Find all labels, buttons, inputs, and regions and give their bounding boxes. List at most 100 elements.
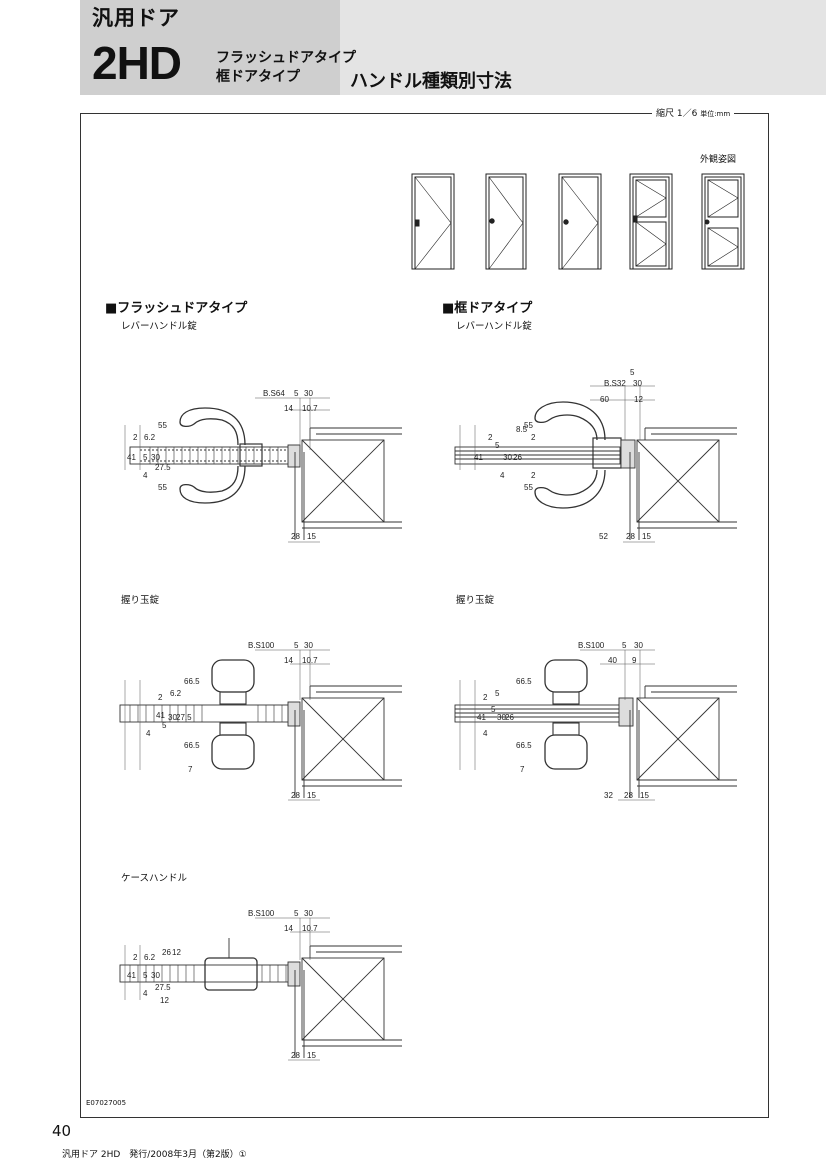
dim-text: 30 [168, 713, 177, 722]
dim-text: 55 [524, 421, 533, 430]
dim-text: 66.5 [184, 677, 200, 686]
dim-text: 40 [608, 656, 617, 665]
label-case-handle: ケースハンドル [121, 873, 188, 884]
page-number: 40 [52, 1122, 72, 1140]
dim-text: 30 [503, 453, 512, 462]
label-lever-flush: レバーハンドル錠 [121, 321, 197, 332]
dim-text: 52 [599, 532, 608, 541]
page-title: ハンドル種類別寸法 [350, 71, 512, 92]
unit-value: 単位:mm [700, 110, 731, 118]
dim-text: 2 [133, 953, 138, 962]
dim-text: 2 [488, 433, 493, 442]
dim-text: 5 [294, 909, 299, 918]
dim-text: B.S100 [578, 641, 605, 650]
drawing-frame-lever [454, 401, 738, 541]
dim-text: 2 [531, 433, 536, 442]
door-elevation-flush-knob [485, 173, 527, 270]
door-elevation-flush-lever [411, 173, 455, 270]
dim-text: 5 [162, 721, 167, 730]
model-code: 2HD [92, 37, 182, 89]
door-elevation-flush-case [558, 173, 602, 270]
dim-text: 15 [307, 532, 316, 541]
dim-text: 5 [491, 705, 496, 714]
dim-text: 32 [604, 791, 613, 800]
dim-text: 9 [632, 656, 637, 665]
dim-text: 30 [304, 389, 313, 398]
dim-text: 66.5 [516, 741, 532, 750]
subtype-frame: 框ドアタイプ [216, 69, 300, 85]
dim-text: 4 [146, 729, 151, 738]
dim-text: 26 [505, 713, 514, 722]
dim-text: 28 [624, 791, 633, 800]
dim-text: 7 [188, 765, 193, 774]
dim-text: 10.7 [302, 404, 318, 413]
scale-value: 縮尺 1／6 [656, 109, 698, 119]
dim-text: B.S100 [248, 909, 275, 918]
dim-text: 8.5 [516, 425, 528, 434]
dim-text: 28 [291, 1051, 300, 1060]
dim-text: 30 [304, 641, 313, 650]
dim-text: 5 [143, 971, 148, 980]
dim-text: 10.7 [302, 924, 318, 933]
dim-text: 4 [483, 729, 488, 738]
dim-text: 28 [291, 791, 300, 800]
dim-text: 66.5 [184, 741, 200, 750]
dim-text: 6.2 [170, 689, 182, 698]
dim-text: 5 [294, 389, 299, 398]
dim-text: 5 [622, 641, 627, 650]
exterior-label: 外観姿図 [700, 155, 737, 165]
dim-text: 66.5 [516, 677, 532, 686]
label-knob-flush: 握り玉錠 [121, 595, 160, 606]
dim-text: B.S64 [263, 389, 285, 398]
dim-text: 55 [524, 483, 533, 492]
dim-text: B.S32 [604, 379, 626, 388]
header-model-panel [80, 0, 340, 95]
label-knob-frame: 握り玉錠 [456, 595, 495, 606]
header-title-panel [340, 0, 826, 95]
dim-text: 2 [133, 433, 138, 442]
dim-text: 2 [483, 693, 488, 702]
dim-text: 2 [531, 471, 536, 480]
dim-text: 26 [513, 453, 522, 462]
dimension-labels: B.S64 5 30 14 10.7 2 41 4 6.2 5 30 27.5 … [127, 368, 651, 1060]
dim-text: 12 [160, 996, 169, 1005]
dim-text: 28 [291, 532, 300, 541]
dim-text: 5 [495, 441, 500, 450]
dim-text: 30 [151, 453, 160, 462]
dim-text: 10.7 [302, 656, 318, 665]
dim-text: 5 [294, 641, 299, 650]
dim-text: 30 [634, 641, 643, 650]
dim-text: 5 [630, 368, 635, 377]
door-elevation-frame-lever [629, 173, 673, 270]
dim-text: 5 [143, 453, 148, 462]
dim-text: 30 [497, 713, 506, 722]
dim-text: 14 [284, 924, 293, 933]
document-id: E07027005 [86, 1099, 127, 1107]
dim-text: 15 [307, 791, 316, 800]
scale-note: 縮尺 1／6 単位:mm [652, 106, 735, 119]
dim-text: 27.5 [176, 713, 192, 722]
dim-text: 30 [633, 379, 642, 388]
dim-text: 12 [172, 948, 181, 957]
dim-text: 30 [304, 909, 313, 918]
footer-text: 汎用ドア 2HD 発行/2008年3月（第2版）① [62, 1150, 247, 1160]
dim-text: 55 [158, 483, 167, 492]
dim-text: 14 [284, 404, 293, 413]
dim-text: 55 [158, 421, 167, 430]
drawing-frame [80, 113, 769, 1118]
dim-text: 4 [143, 471, 148, 480]
dim-text: 12 [634, 395, 643, 404]
dim-text: 4 [500, 471, 505, 480]
dim-text: 27.5 [155, 463, 171, 472]
subtype-flush: フラッシュドアタイプ [216, 50, 356, 66]
dim-text: 41 [127, 971, 136, 980]
section-frame-title: ■框ドアタイプ [442, 301, 533, 316]
dim-text: 41 [156, 711, 165, 720]
dim-text: 27.5 [155, 983, 171, 992]
dim-text: 30 [151, 971, 160, 980]
dim-text: 28 [626, 532, 635, 541]
drawing-flush-case [119, 938, 403, 1059]
dim-text: 14 [284, 656, 293, 665]
dim-text: 60 [600, 395, 609, 404]
